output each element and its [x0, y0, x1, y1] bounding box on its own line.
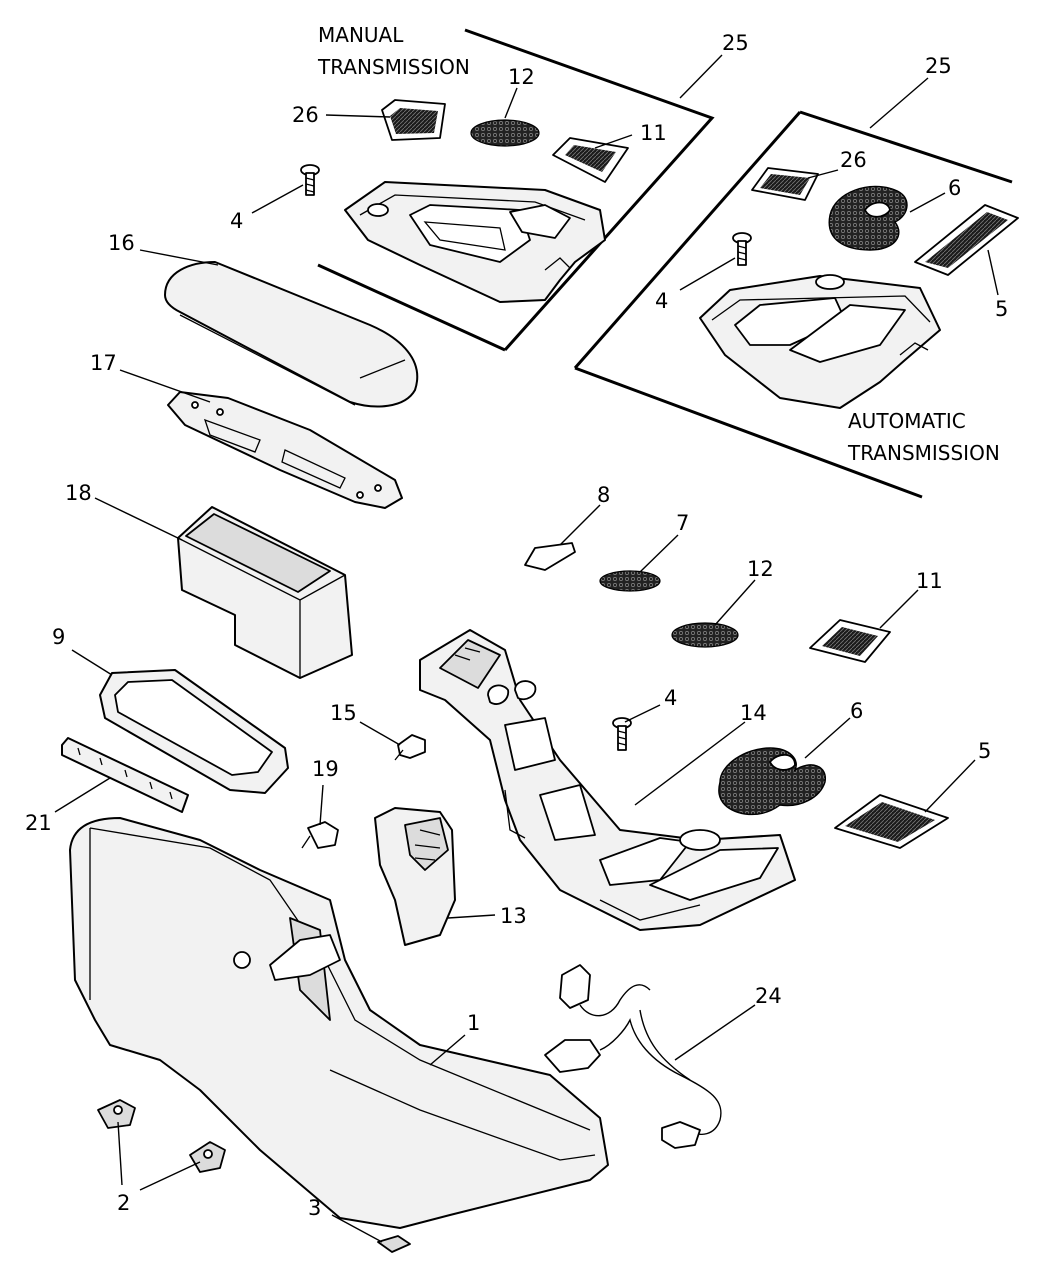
part-3-plug — [377, 1235, 411, 1253]
callout-2: 2 — [117, 1191, 130, 1215]
part-5-tray — [834, 794, 949, 849]
callout-5-automatic: 5 — [995, 297, 1008, 321]
callout-6-automatic: 6 — [948, 176, 961, 200]
callout-8: 8 — [597, 483, 610, 507]
part-16-armrest-lid — [164, 261, 419, 408]
callout-12: 12 — [747, 557, 774, 581]
manual-transmission-label-line1: MANUAL — [318, 23, 404, 47]
part-19-connector — [301, 821, 339, 849]
callout-4-manual: 4 — [230, 209, 243, 233]
callout-18: 18 — [65, 481, 92, 505]
part-automatic-bezel — [699, 274, 941, 409]
part-11-tray — [809, 619, 891, 663]
part-manual-bezel — [344, 181, 606, 303]
callout-13: 13 — [500, 904, 527, 928]
callout-24: 24 — [755, 984, 782, 1008]
part-1-console-base — [69, 817, 609, 1229]
part-4-screw — [612, 717, 632, 751]
callout-25-automatic: 25 — [925, 54, 952, 78]
callout-15: 15 — [330, 701, 357, 725]
callout-5: 5 — [978, 739, 991, 763]
part-21-bracket — [61, 737, 189, 813]
callout-7: 7 — [676, 511, 689, 535]
callout-16: 16 — [108, 231, 135, 255]
manual-transmission-frame — [317, 28, 715, 352]
part-2-clip-a — [97, 1099, 136, 1129]
part-13-switch-bracket — [374, 807, 456, 946]
callout-25-manual: 25 — [722, 31, 749, 55]
callout-6: 6 — [850, 699, 863, 723]
part-24-wiring-harness — [544, 964, 722, 1149]
part-4-automatic-screw — [732, 232, 752, 266]
part-12-manual-mat — [470, 119, 540, 147]
callout-3: 3 — [308, 1196, 321, 1220]
part-15-clip — [394, 734, 426, 761]
part-6-automatic-cupholder-mat — [828, 185, 908, 251]
part-7-mat — [599, 570, 661, 592]
part-26-manual-pad — [381, 99, 446, 141]
automatic-transmission-label-line1: AUTOMATIC — [848, 409, 966, 433]
callout-26-manual: 26 — [292, 103, 319, 127]
callout-17: 17 — [90, 351, 117, 375]
callout-4: 4 — [664, 686, 677, 710]
manual-transmission-label-line2: TRANSMISSION — [317, 55, 470, 79]
part-26-automatic-pad — [751, 167, 819, 201]
part-8-pad — [524, 542, 576, 571]
part-9-tray — [99, 669, 289, 794]
part-17-hinge-plate — [167, 391, 403, 509]
part-12-mat — [671, 622, 739, 648]
callout-12-manual: 12 — [508, 65, 535, 89]
callout-21: 21 — [25, 811, 52, 835]
automatic-transmission-frame — [573, 110, 1013, 499]
automatic-transmission-label-line2: TRANSMISSION — [847, 441, 1000, 465]
part-18-storage-bin — [177, 506, 353, 679]
callout-1: 1 — [467, 1011, 480, 1035]
part-14-console-frame — [419, 629, 796, 931]
part-5-automatic-tray — [914, 204, 1019, 276]
leader-lines — [54, 54, 999, 1243]
part-11-manual-tray — [552, 137, 629, 183]
callout-4-automatic: 4 — [655, 289, 668, 313]
callout-19: 19 — [312, 757, 339, 781]
part-6-cupholder-mat — [718, 747, 826, 816]
callout-11: 11 — [916, 569, 943, 593]
callout-9: 9 — [52, 625, 65, 649]
callout-14: 14 — [740, 701, 767, 725]
callout-numbers: 25 12 26 11 4 16 25 26 6 4 5 17 18 8 7 1… — [25, 31, 1008, 1220]
part-4-manual-screw — [300, 164, 320, 196]
callout-26-automatic: 26 — [840, 148, 867, 172]
part-2-clip-b — [189, 1141, 226, 1173]
callout-11-manual: 11 — [640, 121, 667, 145]
